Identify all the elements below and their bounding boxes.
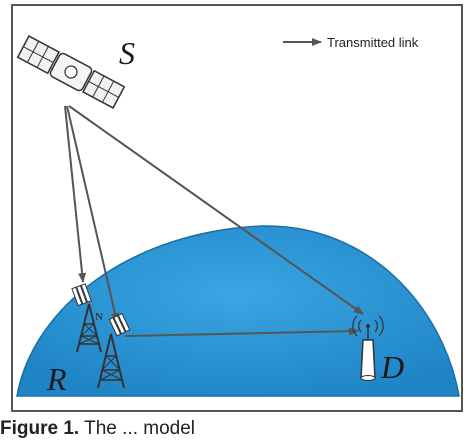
relay-label: R <box>46 361 67 397</box>
figure-caption: Figure 1. The ... model <box>0 418 474 448</box>
earth-dome <box>16 225 460 397</box>
satellite-label: S <box>119 35 135 71</box>
destination-terminal-icon <box>352 315 384 381</box>
link-relay-to-destination <box>124 327 359 337</box>
destination-label: D <box>380 349 404 385</box>
link-satellite-to-relay-n <box>66 105 119 323</box>
system-model-diagram: Transmitted link S <box>16 35 460 397</box>
figure-frame: Transmitted link S <box>11 4 463 412</box>
caption-text: The ... model <box>84 418 196 439</box>
caption-label: Figure 1. <box>0 418 80 439</box>
link-satellite-to-destination <box>68 105 364 315</box>
satellite-icon <box>16 35 126 109</box>
legend-label: Transmitted link <box>327 35 419 50</box>
link-satellite-to-relay-1 <box>64 105 87 283</box>
relay-tower-1-icon <box>71 283 102 353</box>
legend: Transmitted link <box>283 35 419 50</box>
links <box>64 105 364 337</box>
relay-tower-n-icon <box>97 312 131 389</box>
relay-index-label: N <box>95 311 103 323</box>
